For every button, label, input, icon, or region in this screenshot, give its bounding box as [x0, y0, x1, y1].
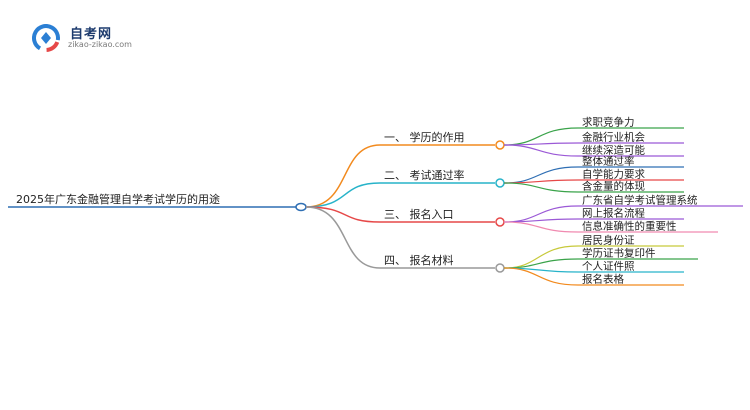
leaf-label[interactable]: 金融行业机会 [582, 131, 645, 144]
leaf-label[interactable]: 自学能力要求 [582, 168, 645, 181]
branch-label: 四、 报名材料 [384, 253, 454, 267]
leaf-label[interactable]: 含金量的体现 [582, 180, 645, 193]
leaf-label[interactable]: 信息准确性的重要性 [582, 220, 677, 233]
leaf-label[interactable]: 报名表格 [582, 273, 624, 286]
branch-node[interactable] [495, 263, 505, 273]
leaf-label[interactable]: 整体通过率 [582, 155, 635, 168]
site-logo[interactable]: 自考网 zikao-zikao.com [32, 22, 152, 54]
branch-connector [305, 144, 381, 208]
root-topic: 2025年广东金融管理自学考试学历的用途 [16, 192, 220, 206]
leaf-label[interactable]: 个人证件照 [582, 261, 635, 273]
logo-emblem-icon [32, 24, 60, 52]
branch-label: 三、 报名入口 [384, 207, 454, 221]
leaf-connector [503, 127, 579, 146]
leaf-connector [503, 182, 579, 193]
branch-label: 二、 考试通过率 [384, 168, 465, 182]
leaf-label[interactable]: 学历证书复印件 [582, 247, 656, 260]
logo-title: 自考网 [70, 27, 113, 42]
leaf-connector [503, 218, 579, 223]
leaf-connector [503, 245, 579, 269]
leaf-label[interactable]: 网上报名流程 [582, 207, 645, 220]
logo-subtitle: zikao-zikao.com [68, 40, 132, 49]
branch-node[interactable] [495, 217, 505, 227]
leaf-connector [503, 179, 579, 184]
branch-node[interactable] [495, 178, 505, 188]
leaf-label[interactable]: 继续深造可能 [582, 144, 645, 157]
branch-connector [305, 206, 381, 223]
leaf-label[interactable]: 求职竞争力 [582, 116, 635, 129]
branch-node[interactable] [495, 140, 505, 150]
root-node[interactable] [295, 202, 307, 212]
branch-connector [305, 182, 381, 208]
branch-connector [305, 206, 381, 269]
leaf-connector [503, 267, 579, 286]
branch-label: 一、 学历的作用 [384, 130, 465, 144]
leaf-connector [503, 221, 579, 233]
leaf-label[interactable]: 居民身份证 [582, 234, 635, 247]
leaf-label[interactable]: 广东省自学考试管理系统 [582, 194, 698, 207]
leaf-connector [503, 144, 579, 157]
